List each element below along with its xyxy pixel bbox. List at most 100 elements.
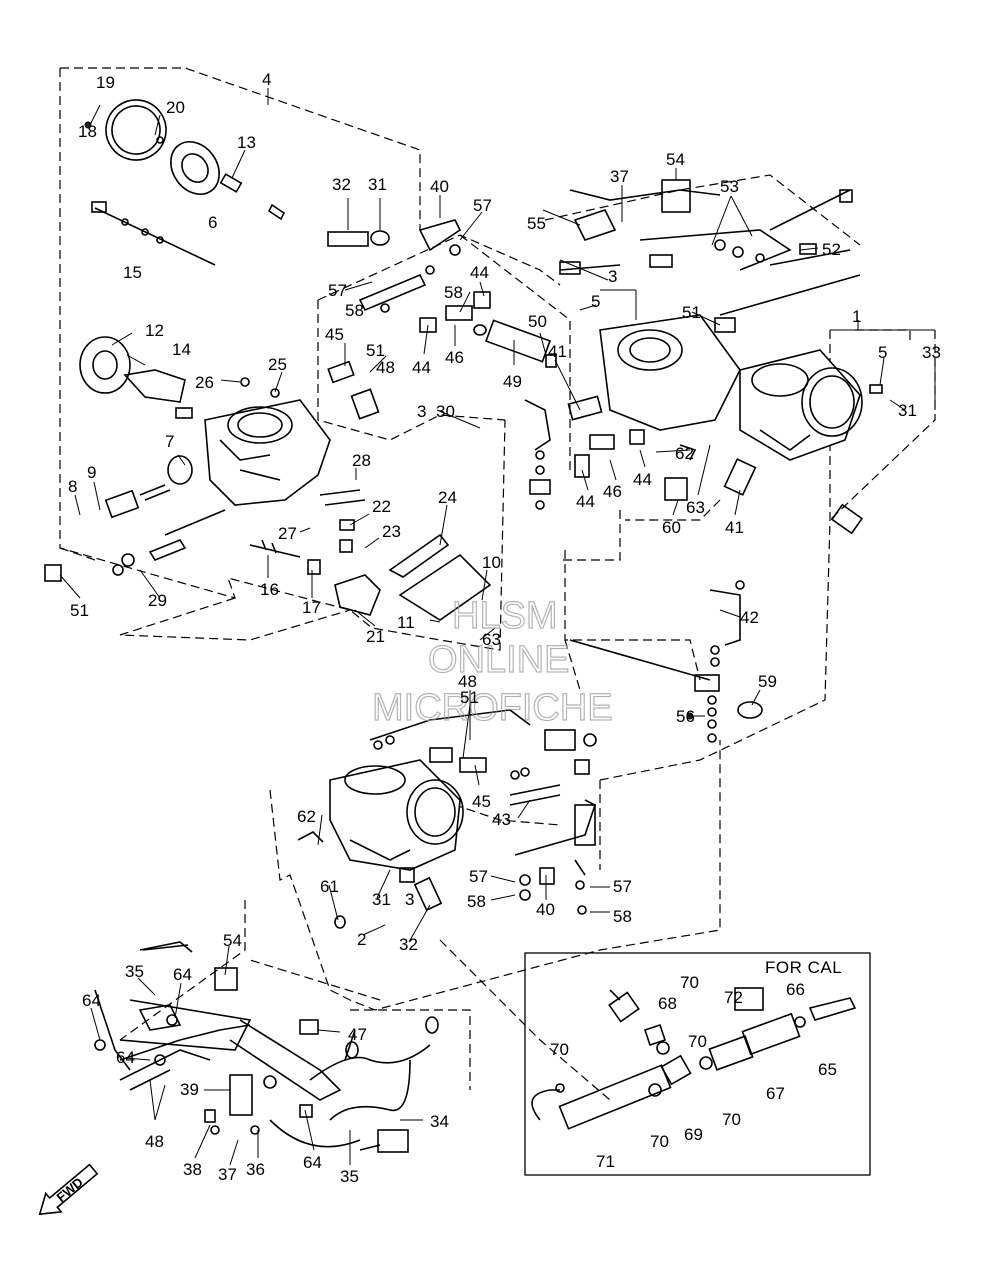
- callout-41: 41: [725, 518, 744, 537]
- callout-64: 64: [116, 1048, 135, 1067]
- callout-26: 26: [195, 373, 214, 392]
- callout-46: 46: [445, 348, 464, 367]
- for-cal-box: FOR CAL: [524, 952, 871, 1176]
- callout-20: 20: [166, 98, 185, 117]
- callout-25: 25: [268, 355, 287, 374]
- callout-45: 45: [325, 325, 344, 344]
- callout-70: 70: [722, 1110, 741, 1129]
- parts-center-fittings: [327, 219, 757, 510]
- callout-35: 35: [340, 1167, 359, 1186]
- callout-64: 64: [82, 991, 101, 1010]
- callout-23: 23: [382, 522, 401, 541]
- callout-17: 17: [302, 598, 321, 617]
- callout-13: 13: [237, 133, 256, 152]
- callout-44: 44: [412, 358, 431, 377]
- callout-54: 54: [666, 150, 685, 169]
- callout-53: 53: [720, 177, 739, 196]
- callout-72: 72: [724, 988, 743, 1007]
- callout-4: 4: [262, 70, 271, 89]
- callout-42: 42: [740, 608, 759, 627]
- watermark: HLSM ONLINE MICROFICHE: [371, 594, 613, 729]
- callout-5: 5: [878, 343, 887, 362]
- callout-50: 50: [528, 312, 547, 331]
- callout-10: 10: [482, 553, 501, 572]
- callout-70: 70: [550, 1040, 569, 1059]
- callout-8: 8: [68, 477, 77, 496]
- callout-3: 3: [405, 890, 414, 909]
- callout-30: 30: [436, 402, 455, 421]
- callout-57: 57: [613, 877, 632, 896]
- callout-47: 47: [348, 1025, 367, 1044]
- callout-48: 48: [376, 358, 395, 377]
- watermark-line3: MICROFICHE: [372, 687, 613, 729]
- callout-33: 33: [922, 343, 941, 362]
- callout-64: 64: [303, 1153, 322, 1172]
- callout-6: 6: [208, 213, 217, 232]
- callout-44: 44: [576, 492, 595, 511]
- callout-48: 48: [145, 1132, 164, 1151]
- callout-35: 35: [125, 962, 144, 981]
- callout-54: 54: [223, 931, 242, 950]
- callout-57: 57: [473, 196, 492, 215]
- callout-69: 69: [684, 1125, 703, 1144]
- callout-7: 7: [165, 432, 174, 451]
- fwd-badge: FWD: [38, 1163, 99, 1216]
- watermark-line2: ONLINE: [428, 639, 569, 681]
- callout-21: 21: [366, 627, 385, 646]
- callout-14: 14: [172, 340, 191, 359]
- callout-63: 63: [686, 498, 705, 517]
- callout-27: 27: [278, 524, 297, 543]
- callout-60: 60: [662, 518, 681, 537]
- callout-65: 65: [818, 1060, 837, 1079]
- callout-57: 57: [469, 867, 488, 886]
- callout-2: 2: [357, 930, 366, 949]
- watermark-line1: HLSM: [452, 595, 558, 637]
- callout-19: 19: [96, 73, 115, 92]
- callout-62: 62: [675, 444, 694, 463]
- callout-58: 58: [444, 283, 463, 302]
- callout-31: 31: [368, 175, 387, 194]
- callout-34: 34: [430, 1112, 449, 1131]
- parts-center-right: [569, 580, 763, 743]
- callout-38: 38: [183, 1160, 202, 1179]
- callout-41: 41: [548, 342, 567, 361]
- callout-45: 45: [472, 792, 491, 811]
- callout-37: 37: [610, 167, 629, 186]
- callout-28: 28: [352, 451, 371, 470]
- callout-18: 18: [78, 122, 97, 141]
- callout-48: 48: [458, 672, 477, 691]
- callout-29: 29: [148, 591, 167, 610]
- callout-64: 64: [173, 965, 192, 984]
- callout-3: 3: [417, 402, 426, 421]
- callout-12: 12: [145, 321, 164, 340]
- callout-71: 71: [596, 1152, 615, 1171]
- callout-59: 59: [758, 672, 777, 691]
- callout-70: 70: [680, 973, 699, 992]
- callout-51: 51: [682, 303, 701, 322]
- callout-58: 58: [613, 907, 632, 926]
- callout-32: 32: [399, 935, 418, 954]
- callout-31: 31: [898, 401, 917, 420]
- callout-56: 56: [676, 707, 695, 726]
- callout-44: 44: [470, 263, 489, 282]
- callouts: 1 2 3 3 3 4 5 5 6 7 8 9 10 11 12 13 14 1…: [68, 70, 941, 1186]
- callout-11: 11: [397, 613, 415, 632]
- callout-51: 51: [70, 601, 89, 620]
- callout-68: 68: [658, 994, 677, 1013]
- callout-15: 15: [123, 263, 142, 282]
- callout-40: 40: [430, 177, 449, 196]
- callout-46: 46: [603, 482, 622, 501]
- callout-32: 32: [332, 175, 351, 194]
- callout-39: 39: [180, 1080, 199, 1099]
- callout-51: 51: [366, 341, 385, 360]
- callout-1: 1: [852, 307, 861, 326]
- callout-70: 70: [650, 1132, 669, 1151]
- callout-58: 58: [345, 301, 364, 320]
- for-cal-frame: [524, 952, 871, 1176]
- callout-31: 31: [372, 890, 391, 909]
- callout-58: 58: [467, 892, 486, 911]
- callout-62: 62: [297, 807, 316, 826]
- fwd-arrow-icon: [38, 1163, 99, 1216]
- callout-43: 43: [492, 810, 511, 829]
